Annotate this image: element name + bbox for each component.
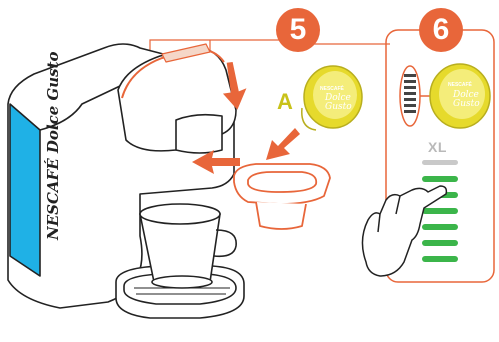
finger-press-icon — [362, 186, 446, 276]
step-6-badge: 6 — [419, 8, 463, 52]
capsule-a-brand: NESCAFÉ — [320, 84, 345, 92]
capsule-brand-text: Gusto — [453, 99, 480, 109]
capsule-label: A — [277, 89, 293, 115]
capsule-brand-text: Gusto — [325, 102, 352, 112]
size-label: XL — [428, 139, 447, 155]
capsule-brand-text: NESCAFÉ — [448, 80, 473, 88]
step-5-badge: 5 — [276, 8, 320, 52]
capsule-holder — [234, 164, 330, 229]
xl-bar — [422, 160, 458, 165]
diagonal-arrow-icon — [266, 128, 300, 160]
water-tank — [10, 104, 40, 276]
machine-brand: NESCAFÉ Dolce Gusto — [44, 51, 62, 240]
